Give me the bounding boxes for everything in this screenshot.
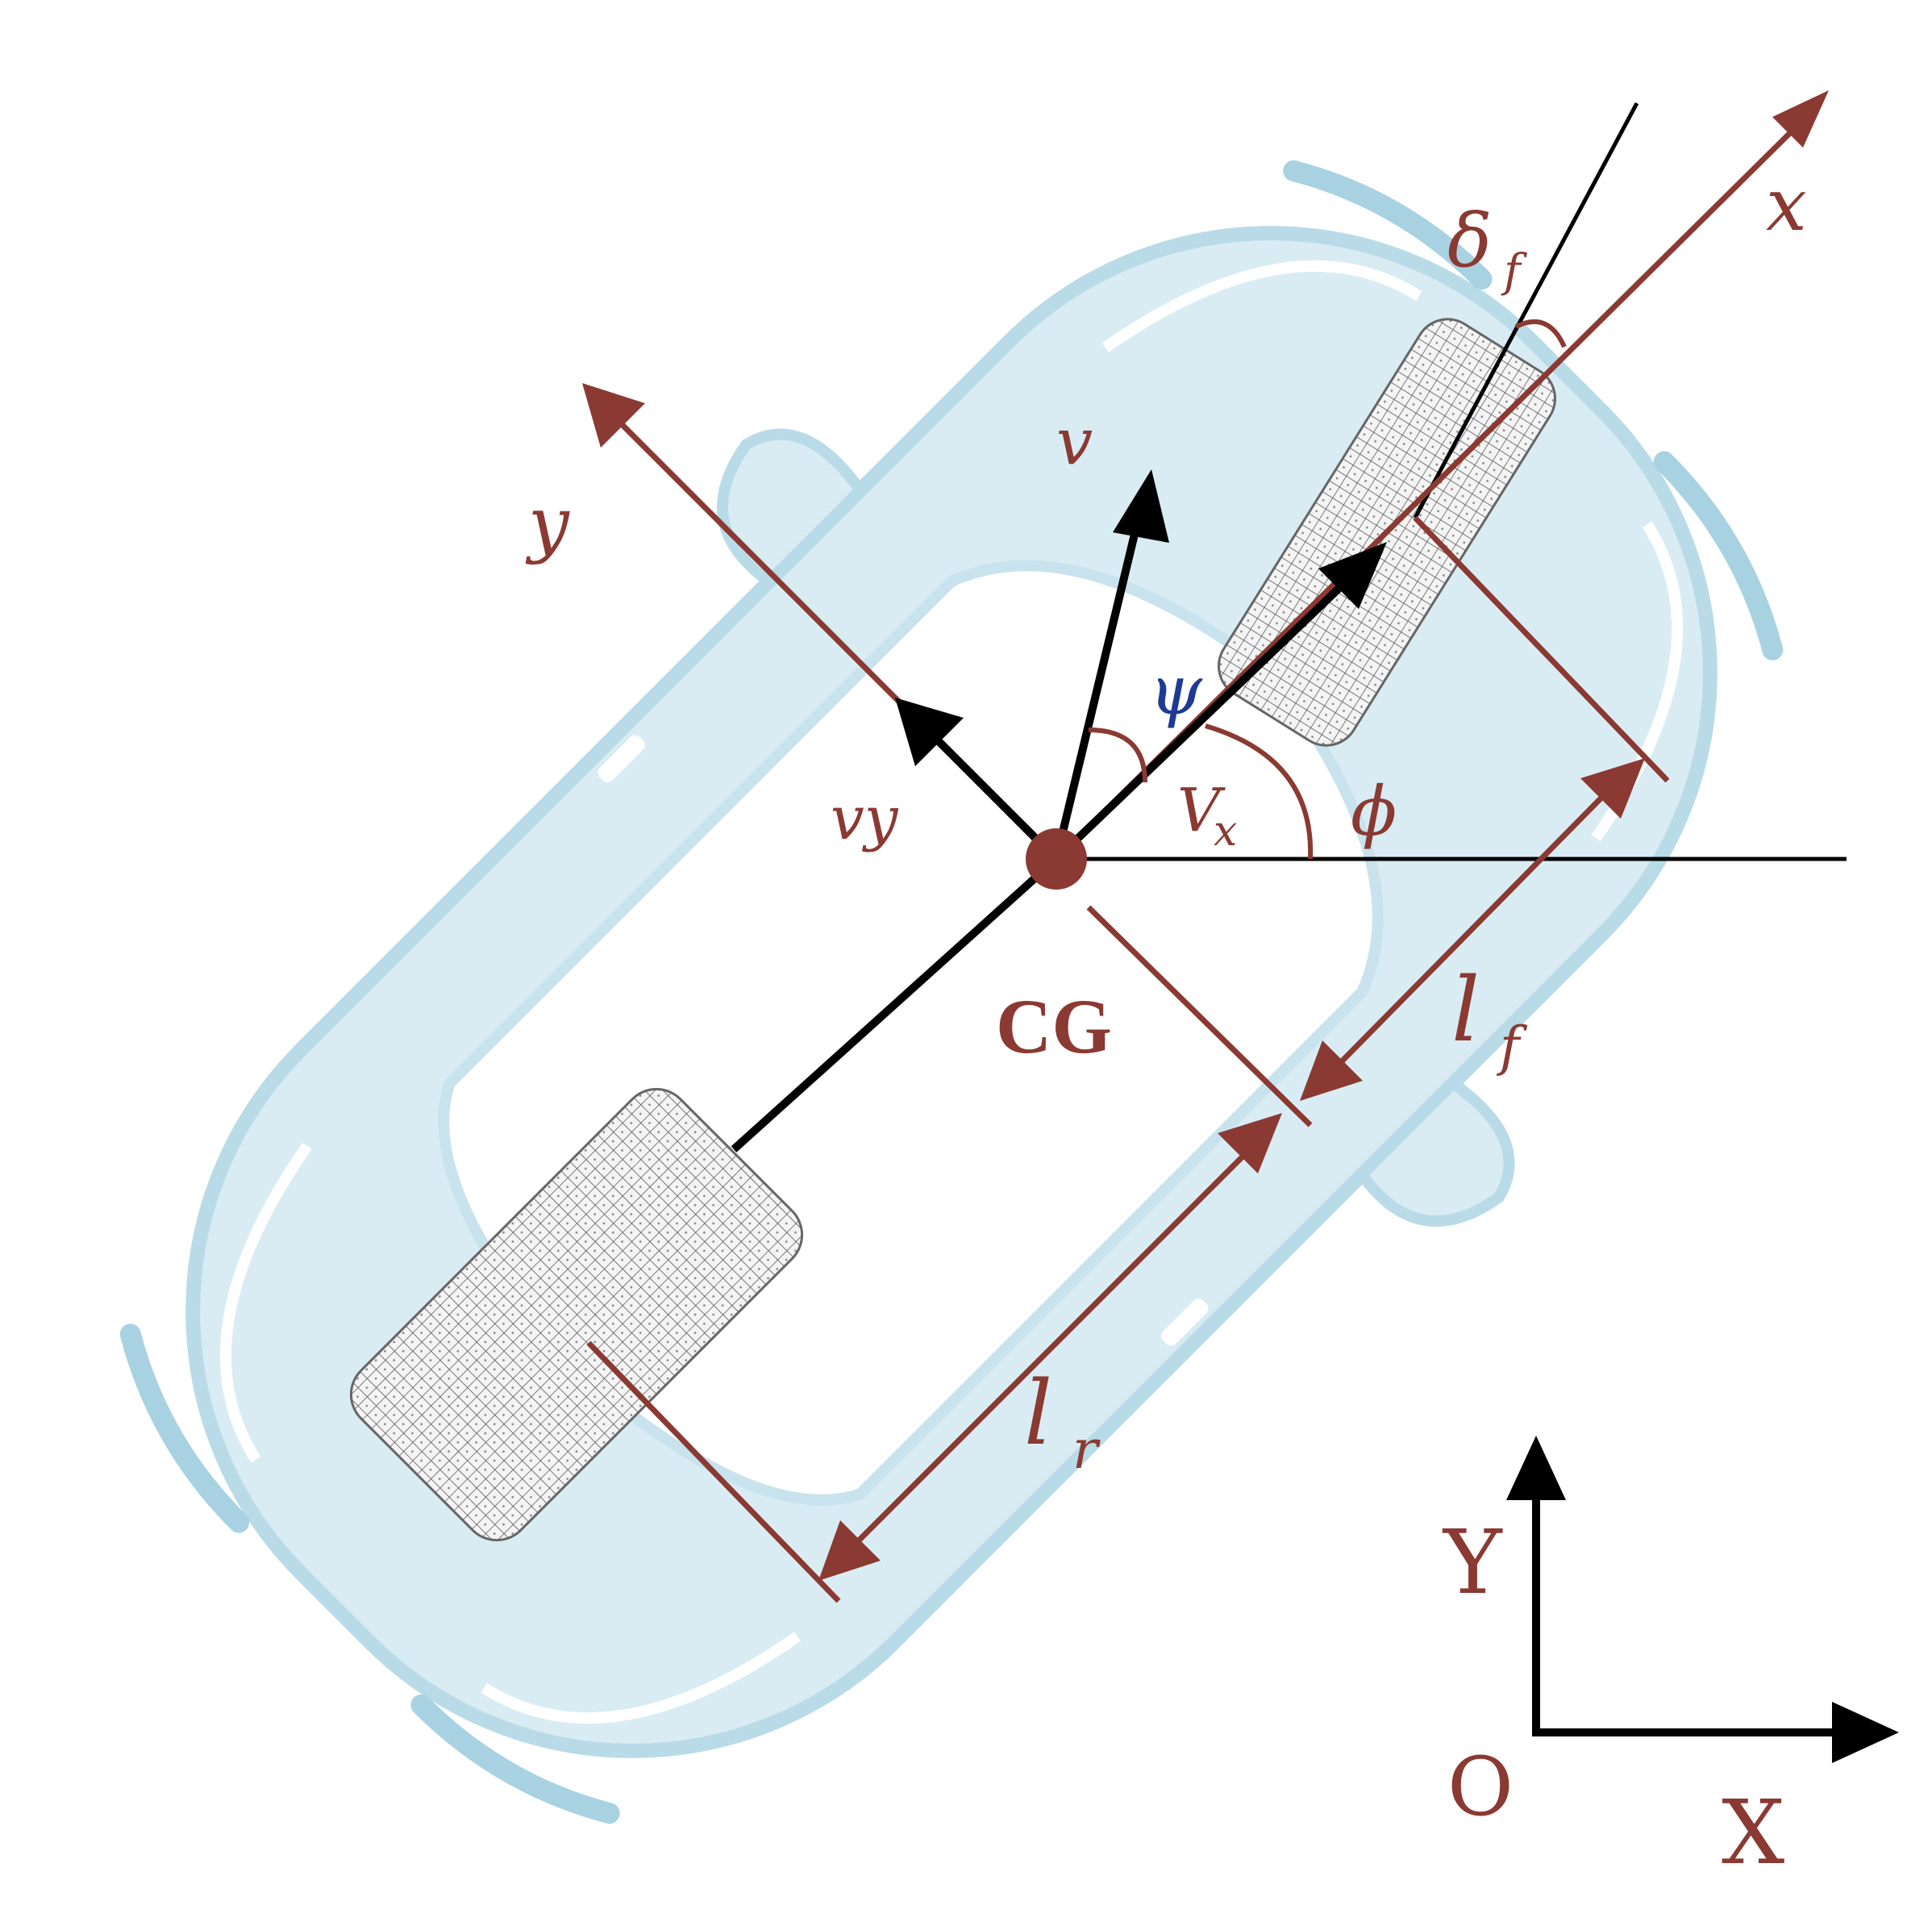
global-y-label: Y — [1442, 1511, 1503, 1614]
body-axis-rear-segment — [731, 856, 1060, 1153]
velocity-vx-arrow — [1053, 586, 1342, 862]
body-x-label: x — [1766, 163, 1807, 248]
velocity-vx-arrowhead — [1318, 542, 1387, 609]
velocity-v-arrow — [1052, 523, 1141, 861]
lr-label: l r — [1024, 1361, 1101, 1481]
delta-label-main: δ — [1447, 198, 1492, 284]
lf-arrowhead-bottom — [1300, 1040, 1363, 1101]
rear-tire-icon — [349, 1087, 804, 1542]
lr-dimension-line — [852, 1151, 1248, 1547]
left-mirror — [717, 428, 868, 590]
lr-label-sub: r — [1072, 1419, 1101, 1481]
steering-direction-line — [1413, 102, 1639, 519]
phi-angle-arc — [1205, 723, 1314, 860]
origin-label: O — [1447, 1740, 1514, 1834]
delta-f-label: δ f — [1447, 198, 1528, 298]
body-y-axis-arrowhead — [582, 383, 645, 448]
lr-arrowhead-bottom — [818, 1520, 881, 1581]
body-y-label: y — [525, 482, 570, 566]
lf-arrowhead-top — [1580, 758, 1645, 819]
cg-point — [1026, 828, 1087, 890]
psi-label: ψ — [1149, 651, 1203, 730]
velocity-vy-label: vy — [831, 784, 899, 853]
velocity-vy-arrowhead — [895, 698, 964, 766]
global-x-label: X — [1722, 1781, 1784, 1884]
right-mirror — [1354, 1075, 1515, 1227]
phi-label: ϕ — [1351, 772, 1397, 851]
delta-label-sub: f — [1501, 245, 1528, 298]
velocity-v-label: v — [1056, 404, 1093, 479]
vx-label-sub: x — [1214, 807, 1237, 856]
lf-label-sub: f — [1496, 1015, 1528, 1078]
lr-label-main: l — [1024, 1361, 1052, 1465]
global-x-arrowhead — [1832, 1702, 1899, 1763]
cg-label: CG — [996, 983, 1112, 1069]
global-y-arrowhead — [1506, 1436, 1566, 1500]
delta-angle-arc — [1514, 319, 1567, 348]
lf-dimension-line — [1336, 792, 1607, 1067]
velocity-v-arrowhead — [1113, 469, 1169, 543]
vx-label-main: V — [1177, 776, 1226, 845]
rear-axle-perpendicular — [586, 1340, 841, 1603]
body-x-axis-arrowhead — [1772, 90, 1829, 148]
lr-arrowhead-top — [1218, 1113, 1282, 1174]
cg-perpendicular — [1086, 905, 1313, 1128]
velocity-vx-label: V x — [1177, 776, 1237, 856]
lf-label-main: l — [1451, 958, 1480, 1061]
front-axle-perpendicular — [1413, 515, 1670, 783]
psi-angle-arc — [1088, 727, 1147, 783]
